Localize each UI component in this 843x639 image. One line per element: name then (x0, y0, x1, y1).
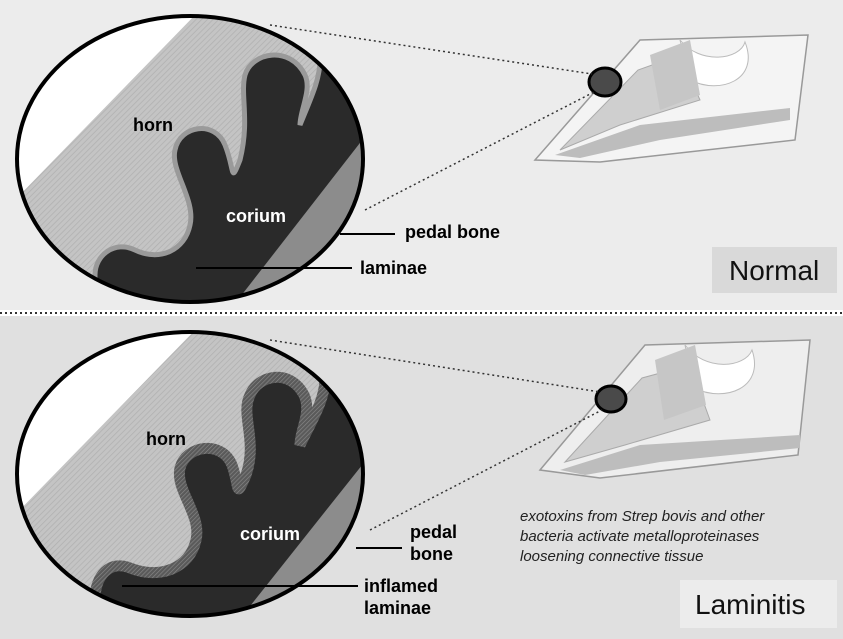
pedal-bone-label-line1: pedal (410, 522, 457, 542)
horn-label-laminitis: horn (146, 429, 186, 449)
laminae-label: laminae (360, 258, 427, 278)
laminitis-title: Laminitis (695, 589, 805, 620)
inflamed-laminae-label-line2: laminae (364, 598, 431, 618)
note-line-1: exotoxins from Strep bovis and other (520, 508, 765, 525)
note-line-2: bacteria activate metalloproteinases (520, 528, 760, 545)
horn-label: horn (133, 115, 173, 135)
pedal-bone-label-line2: bone (410, 544, 453, 564)
inflamed-laminae-label-line1: inflamed (364, 576, 438, 596)
magnify-spot-laminitis (596, 386, 626, 412)
corium-label-laminitis: corium (240, 524, 300, 544)
corium-label: corium (226, 206, 286, 226)
note-line-3: loosening connective tissue (520, 548, 703, 565)
magnify-spot (589, 68, 621, 96)
pedal-bone-label: pedal bone (405, 222, 500, 242)
normal-title: Normal (729, 255, 819, 286)
